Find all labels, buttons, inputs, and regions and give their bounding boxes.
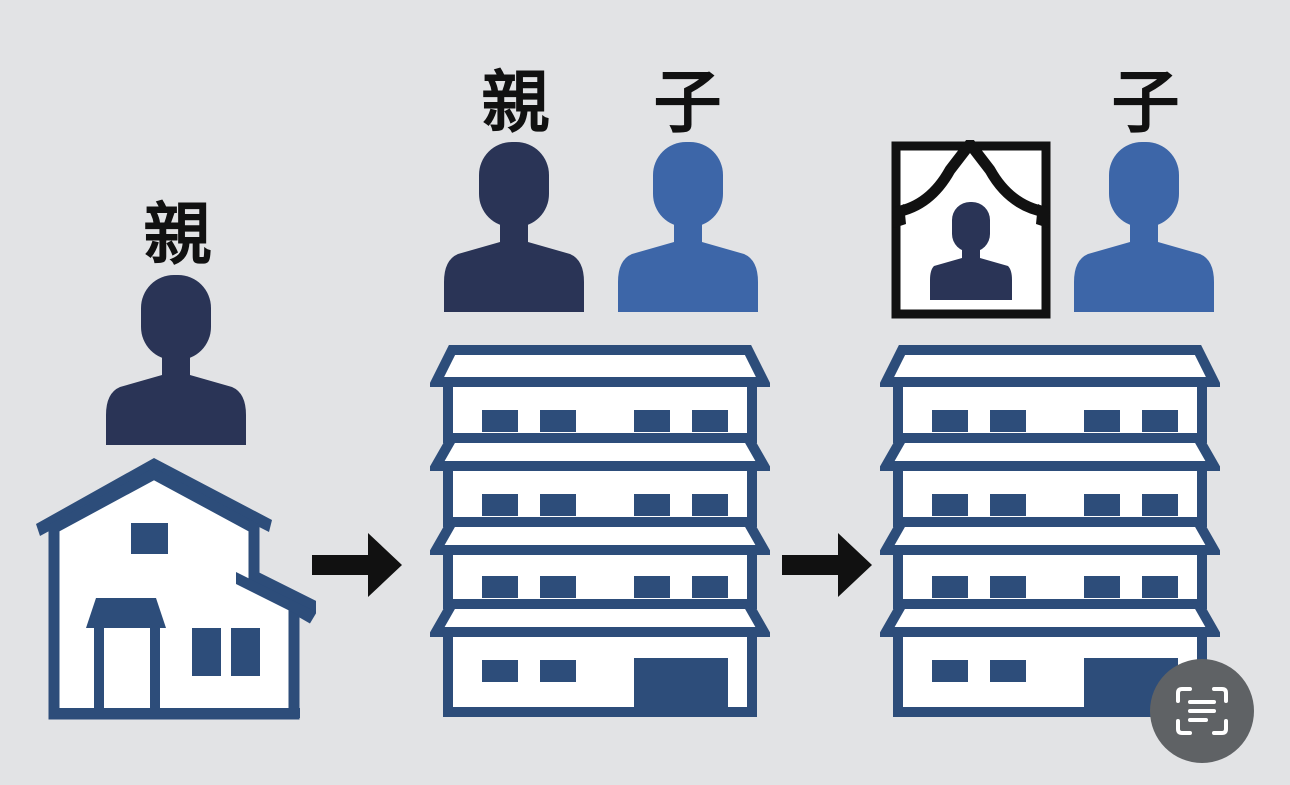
- stage3-child-figure-icon: [1074, 142, 1214, 312]
- house-icon: [36, 458, 316, 720]
- stage1-parent-label: 親: [143, 196, 212, 275]
- stage2-parent-figure-icon: [444, 142, 584, 312]
- stage2-parent-label: 親: [481, 64, 550, 143]
- stage1-parent-figure-icon: [106, 275, 246, 445]
- arrow-right-icon: [312, 533, 402, 597]
- lens-scan-button[interactable]: [1150, 659, 1254, 763]
- stage2-child-figure-icon: [618, 142, 758, 312]
- google-lens-scan-icon: [1176, 687, 1228, 735]
- stage3-child-label: 子: [1111, 64, 1180, 143]
- memorial-portrait-icon: [891, 140, 1051, 319]
- stage2-apartment-building-icon: [430, 345, 770, 717]
- arrow-right-icon: [782, 533, 872, 597]
- stage3-apartment-building-icon: [880, 345, 1220, 717]
- stage2-child-label: 子: [653, 64, 722, 143]
